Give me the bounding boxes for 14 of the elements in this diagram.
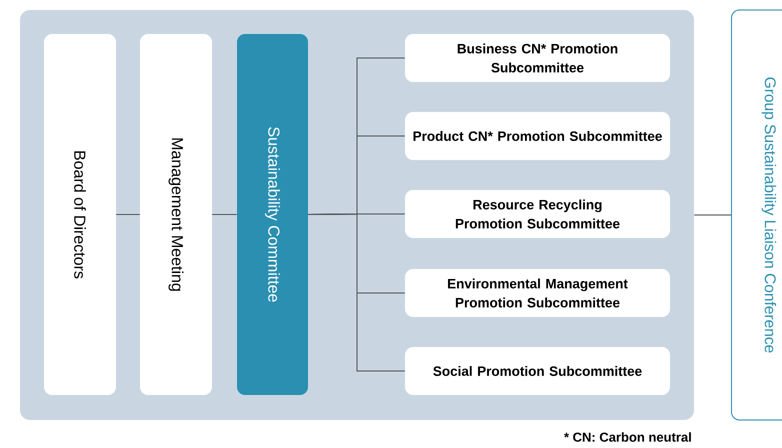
- committee-box: Sustainability Committee: [237, 34, 308, 395]
- subcommittee-box: Product CN* Promotion Subcommittee: [405, 112, 670, 160]
- connector-line: [694, 214, 732, 216]
- footnote: * CN: Carbon neutral: [564, 432, 691, 442]
- subcommittee-box: Social Promotion Subcommittee: [405, 347, 670, 395]
- connector-line: [212, 214, 238, 215]
- subcommittee-box: Business CN* Promotion Subcommittee: [405, 34, 670, 82]
- subcommittee-box: Environmental Management Promotion Subcommittee: [405, 269, 670, 317]
- vertical-box: Management Meeting: [140, 34, 212, 395]
- conference-box: Group Sustainability Liaison Conference: [731, 10, 782, 420]
- connector-line: [116, 214, 140, 215]
- subcommittee-box: Resource Recycling Promotion Subcommittee: [405, 190, 670, 238]
- connector-line: [308, 214, 406, 372]
- vertical-box: Board of Directors: [44, 34, 116, 395]
